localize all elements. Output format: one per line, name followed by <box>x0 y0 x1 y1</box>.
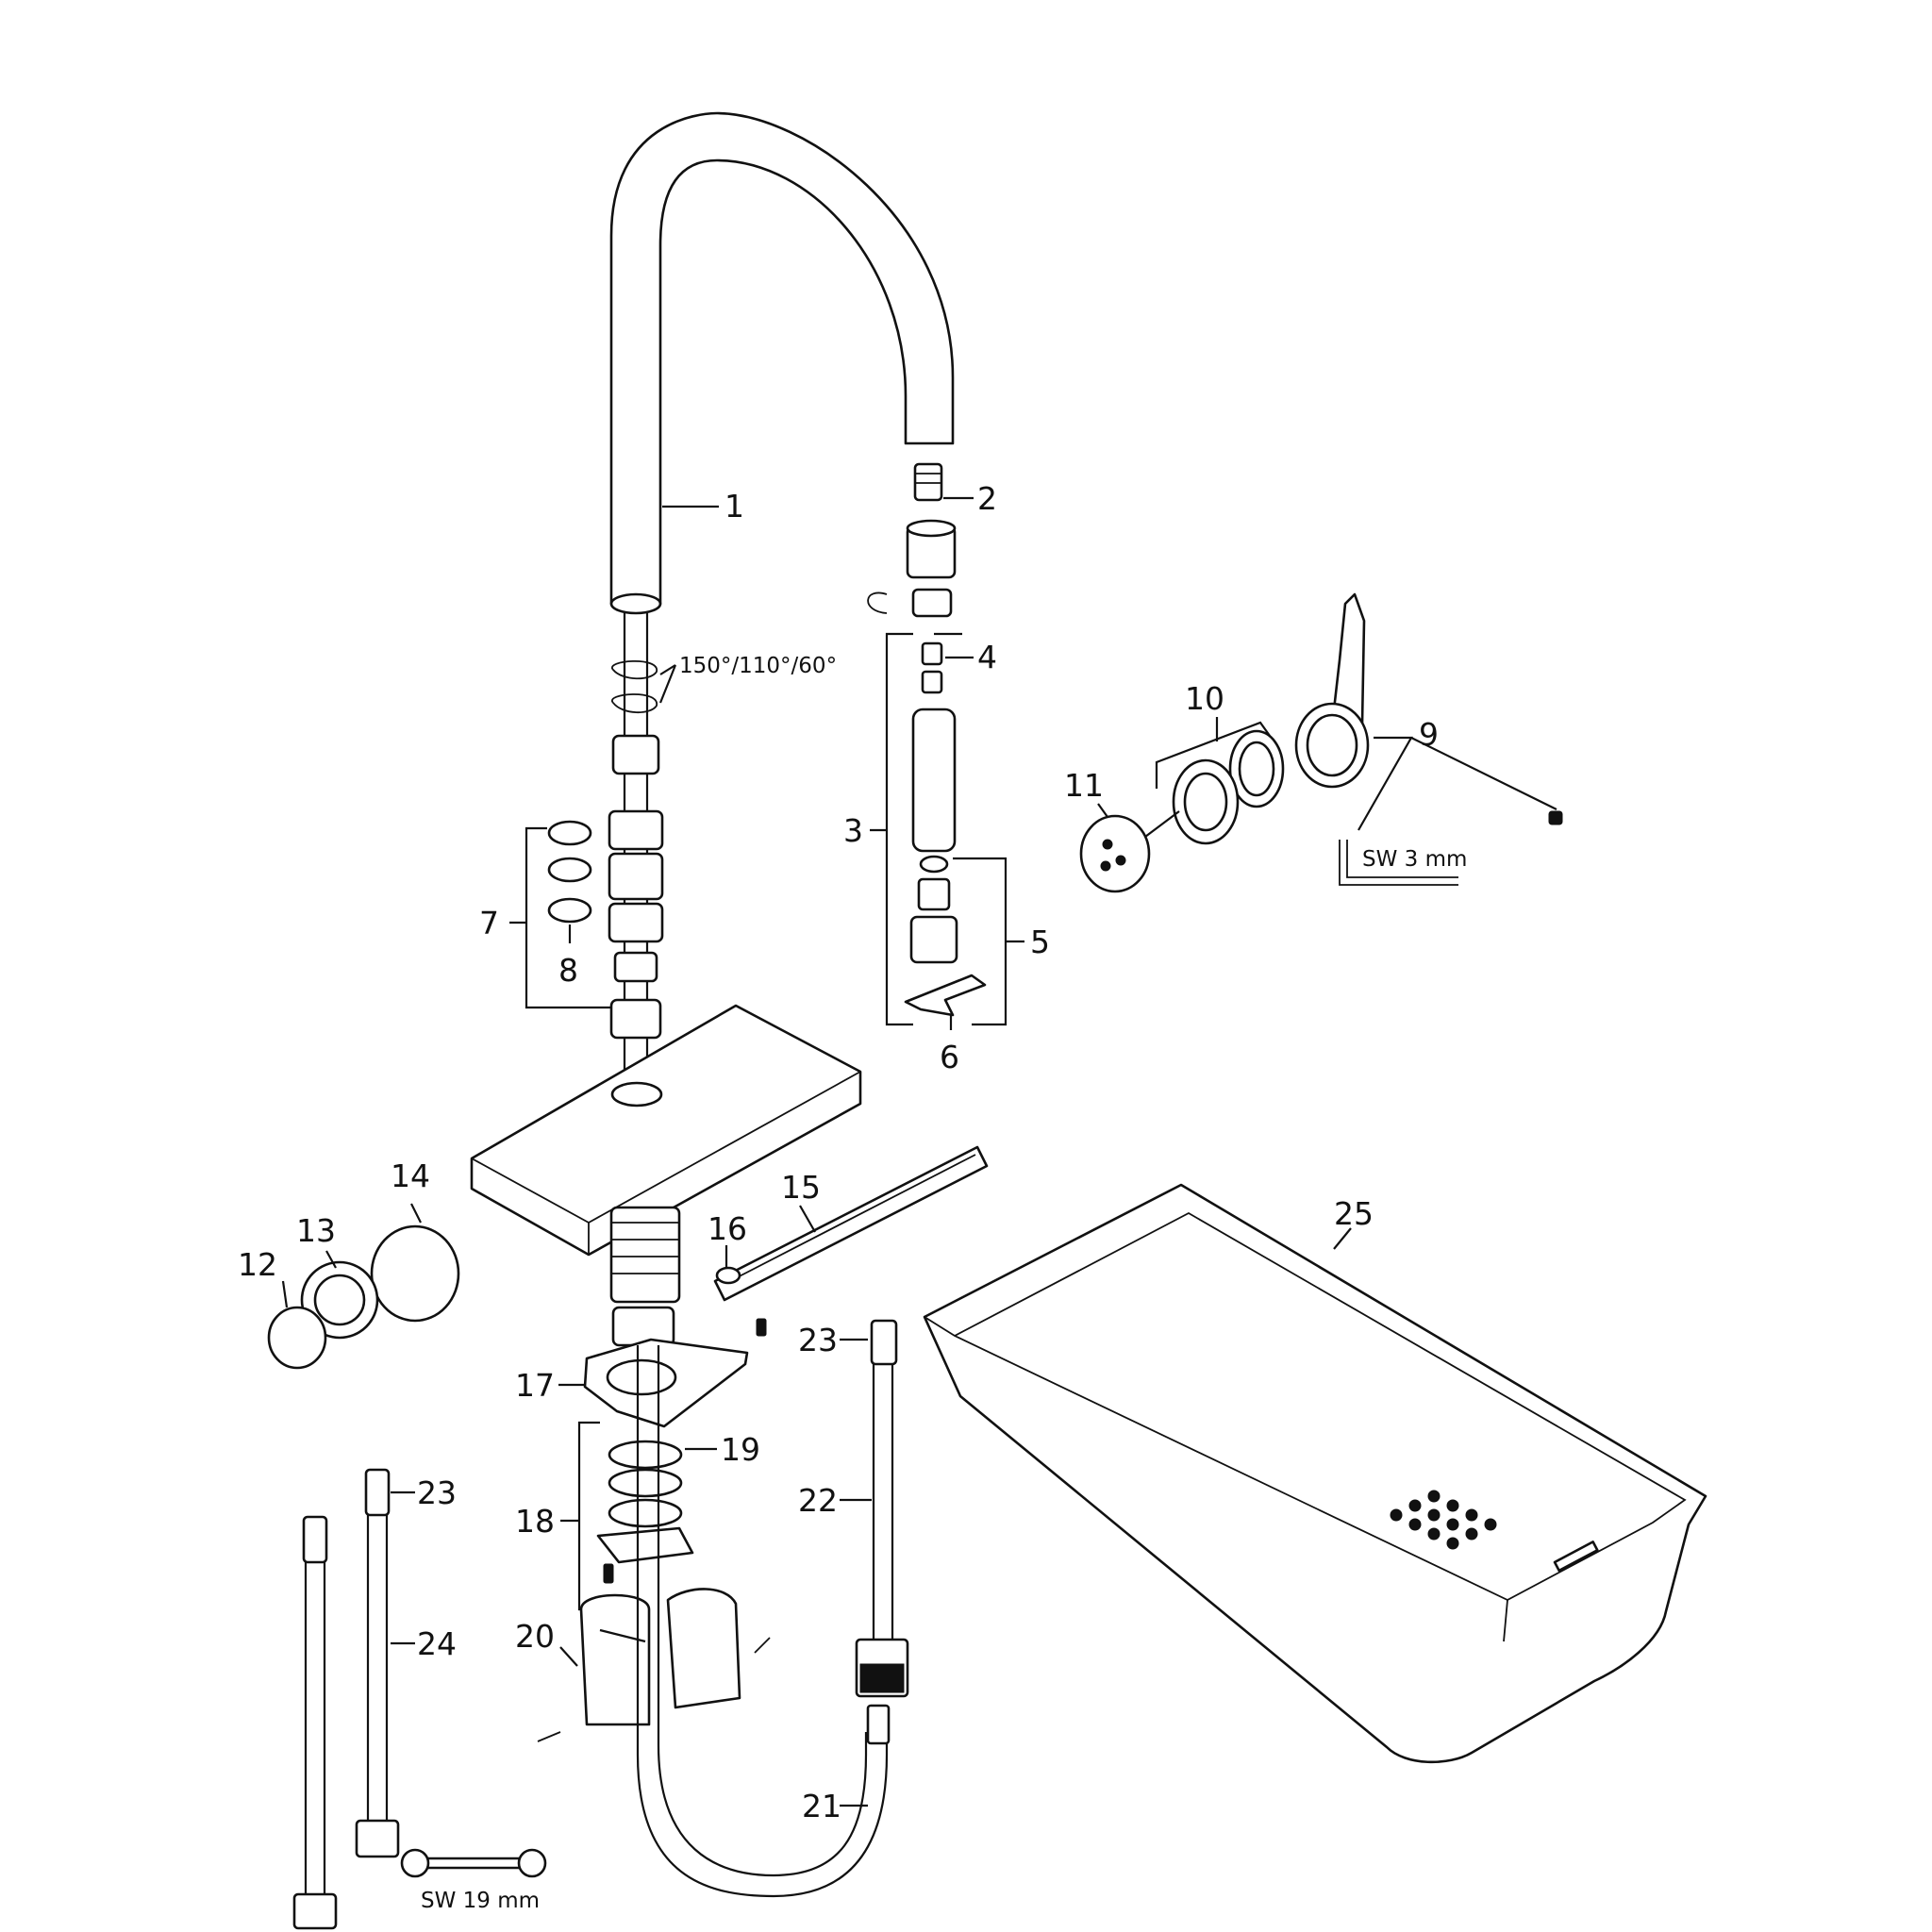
side-valve-part <box>267 1224 460 1370</box>
callout-14: 14 <box>391 1158 430 1194</box>
mounting-plate-part <box>583 1338 749 1584</box>
hex-key-note: SW 3 mm <box>1362 847 1467 872</box>
callout-6: 6 <box>940 1039 959 1075</box>
supply-hoses-left-part <box>292 1468 400 1930</box>
connection-hose-right-part <box>855 1319 909 1698</box>
spout-part <box>608 111 955 1094</box>
callout-4: 4 <box>977 639 997 675</box>
callout-18: 18 <box>515 1503 555 1540</box>
wrench-note: SW 19 mm <box>421 1889 540 1913</box>
callout-21: 21 <box>802 1788 841 1824</box>
callout-11: 11 <box>1064 767 1104 804</box>
cartridge-part <box>1079 729 1285 893</box>
callout-22: 22 <box>798 1482 838 1519</box>
drain-strip-part <box>713 1145 989 1337</box>
handle-lever-part <box>1294 592 1563 825</box>
callout-1: 1 <box>724 488 744 525</box>
callout-24: 24 <box>417 1625 457 1662</box>
wrench-icon <box>400 1848 547 1878</box>
hose-weight-part <box>537 1588 771 1742</box>
callout-25: 25 <box>1334 1195 1374 1232</box>
hose-connector-part <box>867 519 987 1017</box>
callout-12: 12 <box>238 1246 277 1283</box>
callout-2: 2 <box>977 480 997 517</box>
callout-17: 17 <box>515 1367 555 1404</box>
hex-key-icon <box>1339 840 1458 886</box>
callout-15: 15 <box>781 1169 821 1206</box>
base-body-part <box>470 1004 862 1347</box>
callout-13: 13 <box>296 1212 336 1249</box>
sink-basin-part <box>923 1183 1707 1764</box>
callout-3: 3 <box>843 812 863 849</box>
callout-8: 8 <box>558 952 578 989</box>
sink-grid-icon <box>1390 1490 1497 1550</box>
callout-7: 7 <box>479 905 499 941</box>
callout-23-right: 23 <box>798 1322 838 1358</box>
callout-23-left: 23 <box>417 1474 457 1511</box>
callout-19: 19 <box>721 1431 760 1468</box>
clip-rings-part <box>547 820 592 924</box>
angles-note: 150°/110°/60° <box>679 654 837 678</box>
callout-20: 20 <box>515 1618 555 1655</box>
callout-5: 5 <box>1030 924 1050 960</box>
hose-end-part <box>866 1704 891 1745</box>
callout-16: 16 <box>708 1210 747 1247</box>
aerator-part <box>913 462 943 502</box>
callout-10: 10 <box>1185 680 1224 717</box>
